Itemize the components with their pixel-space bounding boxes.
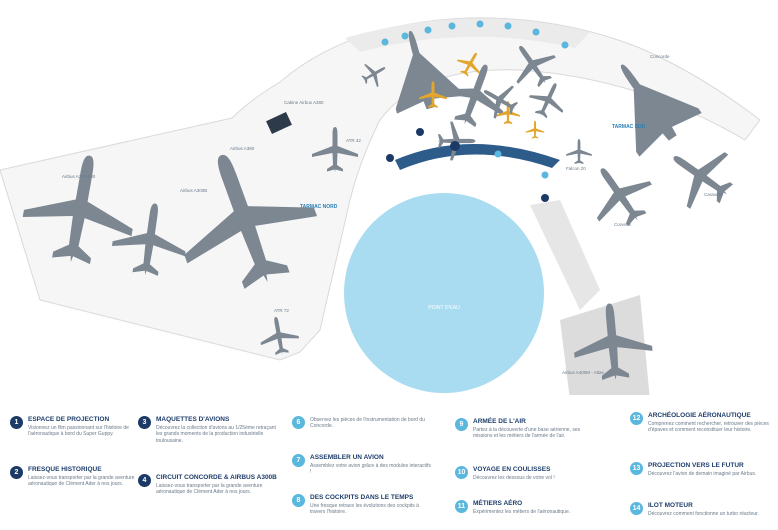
legend-desc-9: Partez à la découverte d'une base aérien… — [473, 427, 581, 440]
tarmac-sud-label: TARMAC SUD — [612, 124, 646, 130]
legend-desc-7: Assemblez votre avion grâce à des module… — [310, 463, 431, 476]
falcon-aircraft[interactable] — [566, 139, 592, 165]
legend-desc-12: Comprenez comment rechercher, retrouver … — [648, 421, 769, 434]
legend-num-8: 8 — [292, 494, 305, 507]
caravelle-aircraft[interactable] — [654, 129, 746, 222]
label-a400m: Airbus A400M - Atlas — [562, 370, 605, 375]
legend: 1 ESPACE DE PROJECTION Visionnez un film… — [0, 398, 778, 530]
legend-desc-4: Laissez-vous transporter par la grande a… — [156, 483, 263, 496]
map-marker-4[interactable] — [541, 194, 549, 202]
map-marker-9[interactable] — [476, 20, 484, 28]
ring-band — [345, 18, 590, 52]
legend-num-6: 6 — [292, 416, 305, 429]
map-marker-13[interactable] — [541, 171, 549, 179]
legend-title-14: ILOT MOTEUR — [648, 502, 693, 509]
legend-desc-10: Découvrez les dessous de votre vol ! — [473, 475, 555, 481]
label-a380: Airbus A380 — [230, 146, 255, 151]
label-falcon: Falcon 20 — [566, 166, 586, 171]
cluster-aircraft-3[interactable] — [523, 75, 573, 124]
label-atr42: ATR 42 — [346, 138, 361, 143]
map-marker-1[interactable] — [450, 141, 460, 151]
map-marker-10[interactable] — [504, 22, 512, 30]
tarmac-nord-label: TARMAC NORD — [300, 204, 338, 210]
label-atr72: ATR 72 — [274, 308, 289, 313]
legend-num-11: 11 — [455, 500, 468, 513]
map-marker-12[interactable] — [561, 41, 569, 49]
map-marker-8[interactable] — [448, 22, 456, 30]
yellow-aircraft-4[interactable] — [525, 120, 545, 139]
legend-num-3: 3 — [138, 416, 151, 429]
legend-desc-6: Observez les pièces de l'instrumentation… — [310, 417, 425, 430]
label-corvette: Corvette — [614, 222, 632, 227]
legend-title-4: CIRCUIT CONCORDE & AIRBUS A300B — [156, 474, 277, 481]
map-marker-6[interactable] — [401, 32, 409, 40]
legend-num-7: 7 — [292, 454, 305, 467]
legend-title-13: PROJECTION VERS LE FUTUR — [648, 462, 744, 469]
legend-desc-14: Découvrez comment fonctionne un turbo ré… — [648, 511, 759, 517]
map-marker-7[interactable] — [424, 26, 432, 34]
legend-desc-2: Laissez-vous transporter par la grande a… — [28, 475, 135, 488]
legend-title-8: DES COCKPITS DANS LE TEMPS — [310, 494, 414, 501]
legend-desc-3: Découvrez la collection d'avions au 1/25… — [156, 425, 276, 444]
legend-desc-13: Découvrez l'avion de demain imaginé par … — [648, 471, 757, 477]
water-label: POINT D'EAU — [428, 305, 460, 311]
legend-title-9: ARMÉE DE L'AIR — [473, 418, 526, 425]
a380-cabin[interactable] — [266, 112, 292, 134]
label-cabin: Cabine Airbus A380 — [284, 100, 324, 105]
legend-num-1: 1 — [10, 416, 23, 429]
label-a300-600: Airbus A300-600 — [62, 174, 96, 179]
legend-desc-11: Expérimentez les métiers de l'aéronautiq… — [473, 509, 571, 515]
map-marker-3[interactable] — [416, 128, 424, 136]
label-caravelle: Caravelle — [704, 192, 724, 197]
legend-title-3: MAQUETTES D'AVIONS — [156, 416, 230, 423]
legend-num-4: 4 — [138, 474, 151, 487]
label-concorde: Concorde — [650, 54, 670, 59]
hangar-building — [395, 144, 560, 170]
marker-group — [381, 20, 569, 202]
legend-num-10: 10 — [455, 466, 468, 479]
legend-title-10: VOYAGE EN COULISSES — [473, 466, 551, 473]
legend-desc-8: Une fresque retrace les évolutions des c… — [310, 503, 419, 516]
legend-num-2: 2 — [10, 466, 23, 479]
legend-title-1: ESPACE DE PROJECTION — [28, 416, 110, 423]
legend-title-12: ARCHÉOLOGIE AÉRONAUTIQUE — [648, 412, 751, 419]
legend-title-7: ASSEMBLER UN AVION — [310, 454, 384, 461]
legend-num-12: 12 — [630, 412, 643, 425]
exhibition-area — [0, 17, 761, 361]
legend-num-14: 14 — [630, 502, 643, 515]
map-marker-14[interactable] — [494, 150, 502, 158]
map-marker-2[interactable] — [386, 154, 394, 162]
museum-map: POINT D'EAU Airbus A300B Airbus A300-600… — [0, 17, 761, 395]
legend-title-11: MÉTIERS AÉRO — [473, 500, 523, 507]
legend-num-13: 13 — [630, 462, 643, 475]
legend-title-2: FRESQUE HISTORIQUE — [28, 466, 102, 473]
map-marker-11[interactable] — [532, 28, 540, 36]
runway-strip — [530, 200, 600, 310]
legend-desc-1: Visionnez un film passionnant sur l'hist… — [28, 425, 129, 438]
legend-num-9: 9 — [455, 418, 468, 431]
water-basin — [344, 193, 544, 393]
label-a300b: Airbus A300B — [180, 188, 207, 193]
map-marker-5[interactable] — [381, 38, 389, 46]
